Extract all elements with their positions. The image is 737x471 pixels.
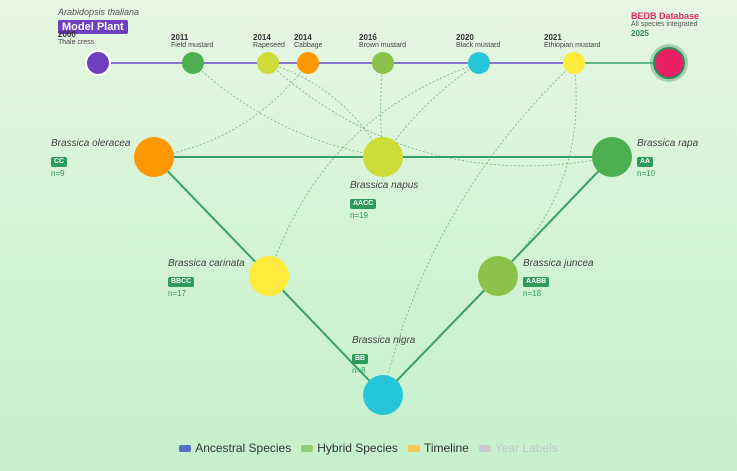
legend-label: Timeline (423, 441, 469, 455)
model-plant-common-name: Thale cress (58, 39, 95, 47)
timeline-link (382, 62, 575, 396)
legend-item-hybrid-species[interactable]: Hybrid Species (301, 441, 398, 455)
timeline-label: 2020 Black mustard (456, 33, 500, 50)
chromosome-count: n=10 (637, 168, 656, 178)
timeline-node-t2014b (297, 52, 319, 74)
species-name: Brassica oleracea (51, 138, 131, 149)
genome-badge: AA (637, 156, 654, 167)
timeline-year: 2011 (171, 33, 189, 42)
legend-item-ancestral-species[interactable]: Ancestral Species (179, 441, 291, 455)
model-plant-node (85, 50, 111, 76)
timeline-label: 2014 Cabbage (294, 33, 322, 50)
species-node-oleracea (134, 137, 174, 177)
timeline-name: Cabbage (294, 42, 323, 50)
timeline-node-t2020 (468, 52, 490, 74)
timeline-label: 2021 Ethiopian mustard (544, 33, 600, 50)
model-plant-species: Arabidopsis thaliana (58, 7, 140, 17)
genome-badge: BB (352, 353, 369, 364)
species-label-rapa: Brassica rapa AA n=10 (637, 138, 698, 178)
chromosome-count: n=8 (352, 365, 366, 375)
timeline-node-t2014a (257, 52, 279, 74)
legend-label: Year Labels (494, 441, 558, 455)
timeline-node-t2021 (563, 52, 585, 74)
timeline-link (267, 62, 384, 158)
timeline-label: 2016 Brown mustard (359, 33, 406, 50)
timeline-name: Ethiopian mustard (544, 42, 601, 50)
timeline-node-t2011 (182, 52, 204, 74)
genome-badge: AABB (523, 276, 550, 287)
species-label-carinata: Brassica carinata BBCC n=17 (168, 258, 245, 298)
timeline-link (268, 62, 480, 277)
legend-item-timeline[interactable]: Timeline (407, 441, 469, 455)
bedb-title: BEDB Database (631, 11, 700, 21)
legend-label: Ancestral Species (195, 441, 292, 455)
timeline-label: 2011 Field mustard (171, 33, 213, 50)
species-name: Brassica carinata (168, 258, 245, 269)
species-label-oleracea: Brassica oleracea CC n=9 (51, 138, 130, 178)
legend-label: Hybrid Species (317, 441, 398, 455)
species-node-rapa (592, 137, 632, 177)
legend-swatch (407, 444, 420, 452)
timeline-link (267, 62, 613, 167)
species-label-napus: Brassica napus AACC n=19 (350, 180, 418, 220)
timeline-name: Field mustard (171, 42, 214, 50)
species-label-nigra: Brassica nigra BB n=8 (352, 335, 415, 375)
timeline-year: 2014 (253, 33, 271, 42)
chromosome-count: n=19 (350, 210, 369, 220)
species-name: Brassica juncea (523, 258, 594, 269)
timeline-name: Brown mustard (359, 42, 407, 50)
species-label-juncea: Brassica juncea AABB n=18 (523, 258, 594, 298)
model-plant-year: 2000 (58, 30, 76, 39)
species-edge (497, 156, 613, 277)
bedb-node (653, 47, 685, 79)
timeline-name: Rapeseed (253, 42, 285, 50)
legend-swatch (179, 444, 192, 452)
legend-swatch (301, 444, 314, 452)
timeline-node-t2016 (372, 52, 394, 74)
species-name: Brassica rapa (637, 138, 699, 149)
chromosome-count: n=17 (168, 288, 187, 298)
species-node-nigra (363, 375, 403, 415)
timeline-year: 2021 (544, 33, 562, 42)
species-name: Brassica nigra (352, 335, 416, 346)
timeline-link (153, 62, 309, 158)
timeline-label: 2014 Rapeseed (253, 33, 285, 50)
species-edge (382, 275, 499, 396)
timeline-link (192, 62, 384, 158)
species-node-napus (363, 137, 403, 177)
timeline-name: Black mustard (456, 42, 501, 50)
legend: Ancestral Species Hybrid Species Timelin… (0, 441, 737, 455)
chromosome-count: n=9 (51, 168, 65, 178)
bedb-label: BEDB Database All species integrated 202… (631, 11, 699, 39)
species-edge (268, 275, 384, 396)
species-node-juncea (478, 256, 518, 296)
model-plant-year-label: 2000 Thale cress (58, 30, 94, 47)
species-edge (153, 156, 270, 277)
genome-badge: CC (51, 156, 68, 167)
species-node-carinata (249, 256, 289, 296)
timeline-year: 2014 (294, 33, 312, 42)
legend-swatch (478, 444, 491, 452)
legend-item-year-labels[interactable]: Year Labels (478, 441, 558, 455)
bedb-year: 2025 (631, 29, 649, 39)
model-plant-badge: Model Plant (58, 20, 128, 35)
genome-badge: AACC (350, 198, 377, 209)
node-layer (85, 44, 688, 415)
timeline-year: 2016 (359, 33, 377, 42)
model-plant-label: Arabidopsis thaliana Model Plant (58, 7, 139, 36)
bedb-subtitle: All species integrated (631, 21, 698, 29)
species-name: Brassica napus (350, 180, 419, 191)
chromosome-count: n=18 (523, 288, 542, 298)
timeline-link (497, 62, 577, 277)
genome-badge: BBCC (168, 276, 195, 287)
timeline-year: 2020 (456, 33, 474, 42)
